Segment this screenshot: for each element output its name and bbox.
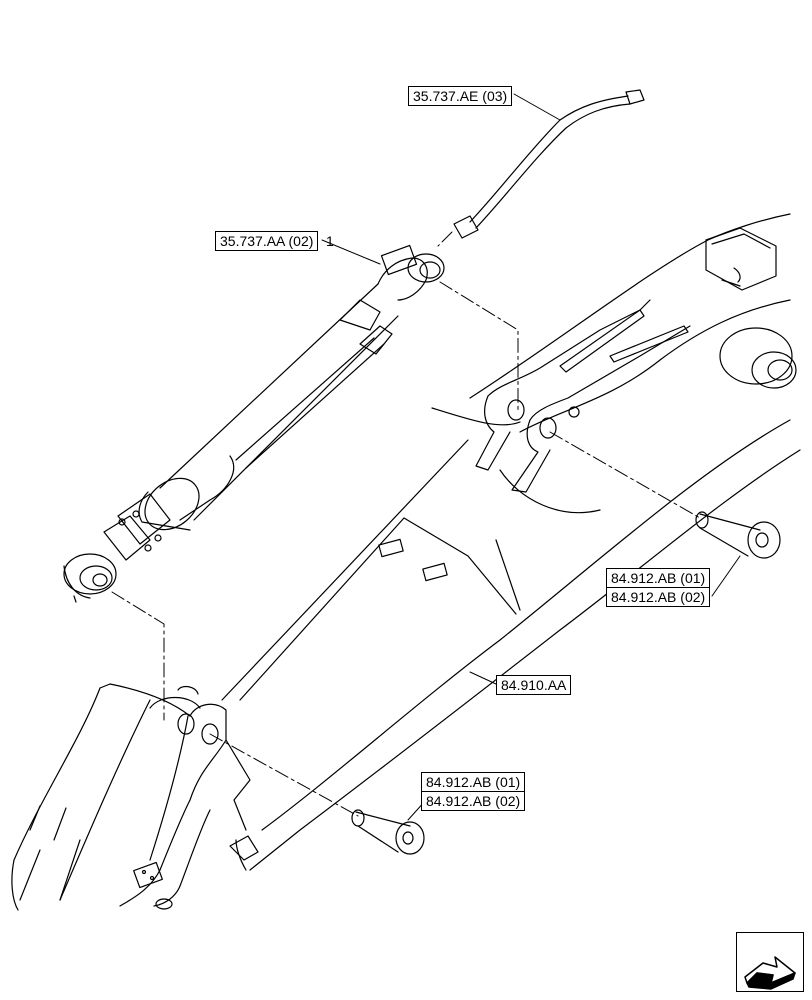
callout-cylinder[interactable]: 35.737.AA (02) (215, 231, 319, 251)
item-number-cylinder: 1 (326, 233, 334, 249)
pin-lower (351, 809, 425, 855)
boom-cylinder (63, 244, 445, 603)
callout-hose[interactable]: 35.737.AE (03) (408, 86, 513, 106)
boom (11, 213, 801, 911)
callout-pin-upper-02[interactable]: 84.912.AB (02) (606, 587, 711, 607)
pin-upper (695, 511, 781, 559)
callout-pin-lower-02[interactable]: 84.912.AB (02) (421, 791, 526, 811)
callout-pin-lower-01[interactable]: 84.912.AB (01) (421, 772, 526, 792)
leader-lines (321, 93, 741, 821)
callout-boom[interactable]: 84.910.AA (496, 675, 572, 695)
arrow-forward-icon (744, 956, 796, 990)
next-page-button[interactable] (736, 932, 804, 992)
center-lines (111, 231, 701, 817)
hydraulic-hose (453, 89, 645, 239)
callout-pin-upper-01[interactable]: 84.912.AB (01) (606, 568, 711, 588)
